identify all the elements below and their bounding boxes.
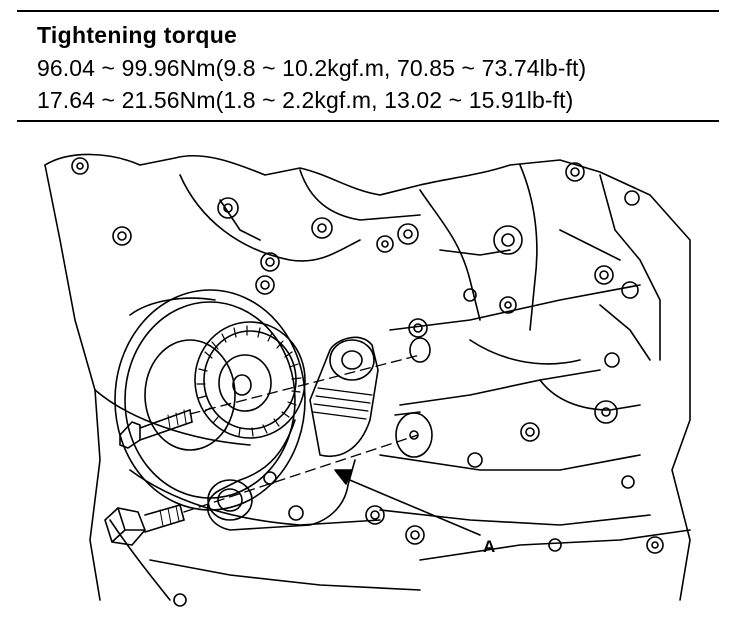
tensioner-assembly-diagram: A [44,153,691,607]
spec-title: Tightening torque [37,22,238,48]
callout-label-a: A [483,537,495,556]
spec-line-2: 17.64 ~ 21.56Nm(1.8 ~ 2.2kgf.m, 13.02 ~ … [37,87,574,113]
callout-arrowhead [334,469,353,485]
callout-leader-a [344,477,481,536]
bolt-icon [119,409,193,449]
torque-spec-box: Tightening torque 96.04 ~ 99.96Nm(9.8 ~ … [17,10,719,122]
spec-line-1: 96.04 ~ 99.96Nm(9.8 ~ 10.2kgf.m, 70.85 ~… [37,55,587,81]
mounting-bosses [394,337,433,458]
belt-tensioner-icon [206,336,379,531]
idler-pulley-icon [194,321,306,439]
alignment-line-upper [189,354,421,415]
flange-bolt-icon [104,504,185,546]
alignment-line-lower [183,434,419,513]
block-bolts [71,157,664,607]
